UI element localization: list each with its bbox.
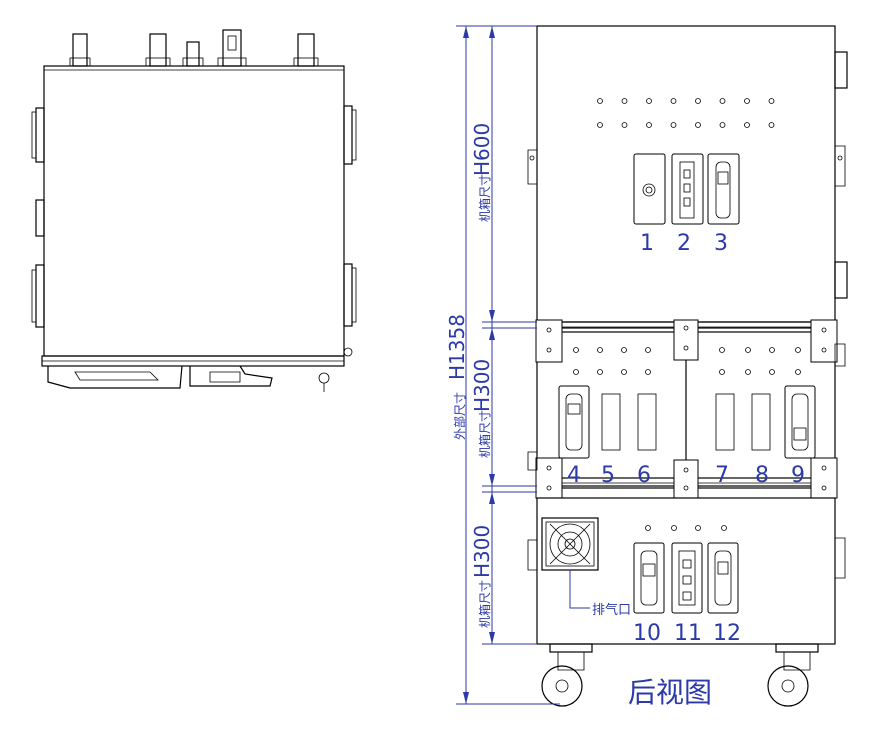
vent-hole <box>597 347 603 353</box>
vent-label: 排气口 <box>592 602 631 618</box>
vent-hole <box>645 347 651 353</box>
bottom-dim-prefix: 机箱尺寸 <box>477 580 492 628</box>
vent-hole <box>646 122 652 128</box>
port-label-2: 2 <box>677 231 691 256</box>
port-label-6: 6 <box>637 463 651 488</box>
total-dim-value: H1358 <box>445 314 469 380</box>
port-label-3: 3 <box>714 231 728 256</box>
vent-hole <box>745 347 751 353</box>
vent-hole <box>795 347 801 353</box>
vent-hole <box>670 98 677 104</box>
vent-hole <box>573 369 579 375</box>
enclosure-top-outline <box>43 65 345 357</box>
vent-hole <box>719 122 726 128</box>
vent-hole <box>744 122 750 128</box>
vent-hole <box>573 347 579 353</box>
bottom-dim-value: H300 <box>470 525 494 578</box>
vent-hole <box>597 369 603 375</box>
top-view <box>31 29 357 392</box>
port-label-4: 4 <box>567 463 581 488</box>
bottom-brackets <box>47 347 353 392</box>
vent-holes-top <box>597 98 775 128</box>
vent-hole <box>646 98 652 104</box>
port-label-9: 9 <box>791 463 805 488</box>
dimension-lines <box>456 25 560 705</box>
middle-dim-prefix: 机箱尺寸 <box>477 410 492 458</box>
port-label-12: 12 <box>713 621 741 646</box>
top-dim-value: H600 <box>470 123 494 176</box>
vent-hole <box>768 122 775 128</box>
vent-hole <box>769 369 775 375</box>
vent-hole <box>670 122 677 128</box>
port-label-5: 5 <box>601 463 615 488</box>
vent-hole <box>621 347 627 353</box>
vent-hole <box>768 98 775 104</box>
vent-hole <box>719 347 725 353</box>
total-dim-prefix: 外部尺寸 <box>452 392 467 440</box>
vent-hole <box>621 98 628 104</box>
view-title: 后视图 <box>628 676 712 709</box>
vent-hole <box>745 369 751 375</box>
fan-grille-icon <box>541 517 599 571</box>
top-connectors <box>69 29 319 67</box>
port-label-8: 8 <box>755 463 769 488</box>
port-label-11: 11 <box>674 621 702 646</box>
vent-hole <box>795 369 801 375</box>
port-label-10: 10 <box>633 621 661 646</box>
vent-hole <box>597 98 603 104</box>
vent-hole <box>695 122 701 128</box>
dimension-labels: 外部尺寸 H1358 机箱尺寸 H600 机箱尺寸 H300 机箱尺寸 H300 <box>445 123 494 628</box>
vent-hole <box>621 369 627 375</box>
vent-hole <box>597 122 603 128</box>
port-group-middle <box>558 385 816 459</box>
caster-wheels <box>541 643 819 707</box>
vent-hole <box>719 98 726 104</box>
port-label-1: 1 <box>640 231 654 256</box>
side-handles <box>31 105 357 328</box>
rear-view: 排气口 <box>527 25 848 709</box>
port-label-7: 7 <box>715 463 729 488</box>
vent-hole <box>744 98 750 104</box>
latches <box>527 145 846 187</box>
vent-hole <box>695 98 701 104</box>
top-dim-prefix: 机箱尺寸 <box>477 174 492 222</box>
vent-hole <box>719 369 725 375</box>
vent-hole <box>645 369 651 375</box>
rails <box>535 319 838 499</box>
port-group-bottom <box>633 525 739 614</box>
vent-hole <box>621 122 628 128</box>
vent-hole <box>769 347 775 353</box>
middle-dim-value: H300 <box>470 359 494 412</box>
port-labels: 1 2 3 4 5 6 7 8 9 10 11 12 <box>567 231 805 646</box>
vent-holes-middle <box>573 347 801 375</box>
port-group-top <box>633 153 740 225</box>
